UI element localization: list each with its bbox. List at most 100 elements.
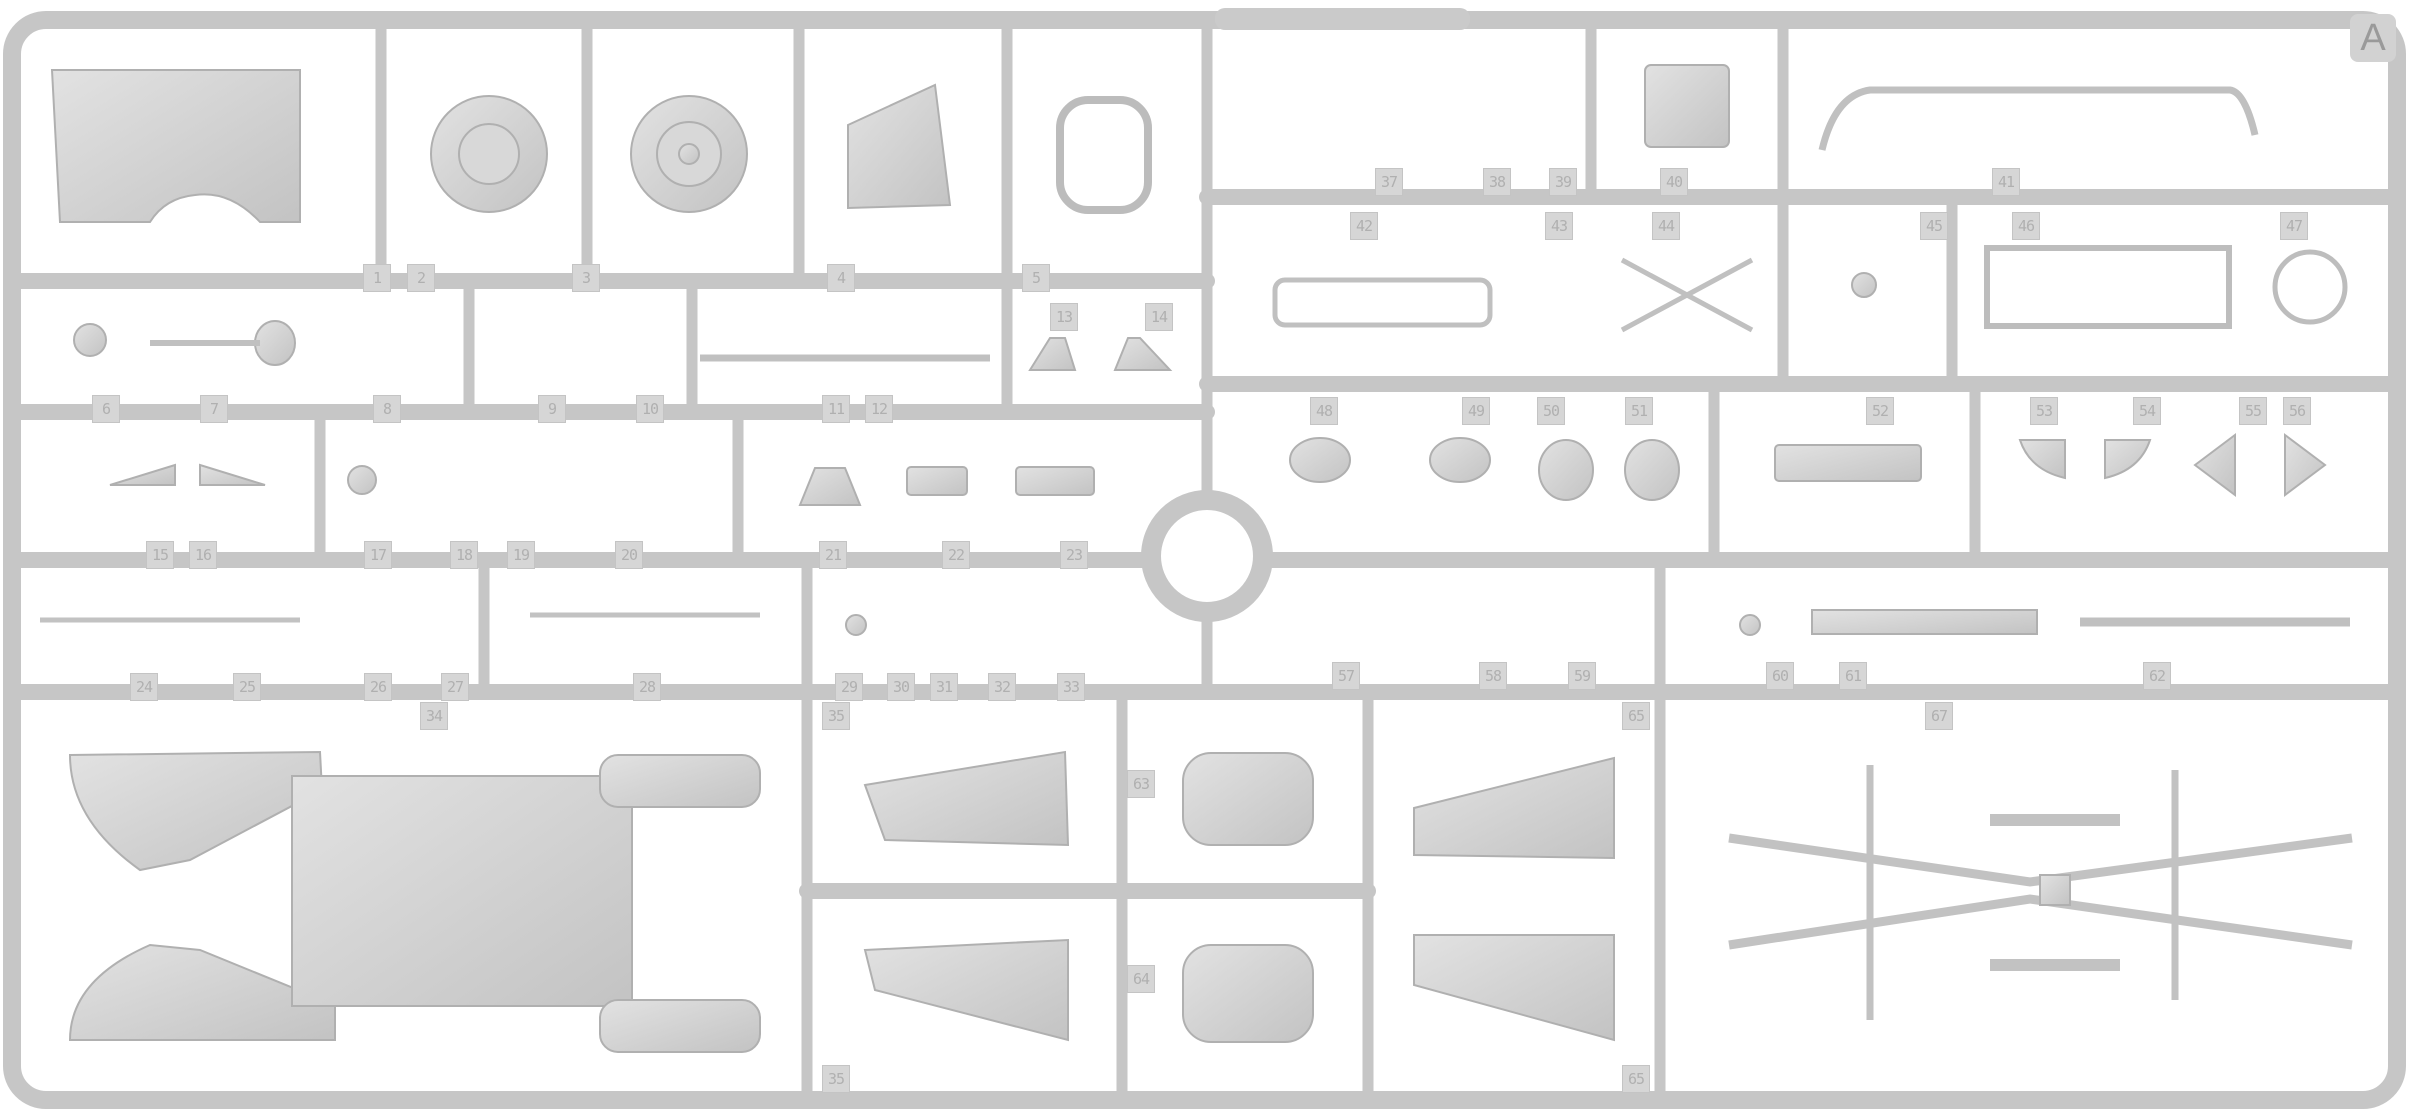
part-number-label: 23 <box>1060 541 1088 569</box>
part-brake-drum-50 <box>1538 439 1594 501</box>
top-gate-bar <box>1215 8 1470 30</box>
part-number-label: 18 <box>450 541 478 569</box>
part-steering-wheel <box>2272 249 2348 325</box>
part-number-label: 34 <box>420 702 448 730</box>
sprue-element <box>678 143 700 165</box>
part-number-label: 24 <box>130 673 158 701</box>
part-number-label: 44 <box>1652 212 1680 240</box>
part-arrow-55 <box>2193 433 2236 497</box>
part-number-label: 39 <box>1549 168 1577 196</box>
part-radiator-shell <box>1056 96 1152 214</box>
part-number-label: 61 <box>1839 662 1867 690</box>
part-number-label: 38 <box>1483 168 1511 196</box>
part-number-label: 2 <box>407 264 435 292</box>
part-number-label: 20 <box>615 541 643 569</box>
part-number-label: 53 <box>2030 397 2058 425</box>
part-number-label: 62 <box>2143 662 2171 690</box>
part-number-label: 14 <box>1145 303 1173 331</box>
part-seat-13 <box>1028 337 1077 371</box>
part-fender-front <box>68 750 324 872</box>
part-number-label: 48 <box>1310 397 1338 425</box>
part-number-label: 1 <box>363 264 391 292</box>
part-number-label: 31 <box>930 673 958 701</box>
part-group <box>40 64 2353 1053</box>
part-louver-panel-top <box>863 750 1070 847</box>
part-number-label: 3 <box>572 264 600 292</box>
part-wheel-tub-top <box>599 754 761 808</box>
part-number-label: 40 <box>1660 168 1688 196</box>
part-door-panel <box>847 83 952 210</box>
part-number-label: 19 <box>507 541 535 569</box>
part-wheel-tub-bottom <box>599 999 761 1053</box>
part-arrow-56 <box>2284 433 2327 497</box>
part-instrument-panel <box>1811 609 2038 635</box>
sprue-element <box>2039 874 2071 906</box>
part-number-label: 28 <box>633 673 661 701</box>
part-radiator-core <box>1644 64 1730 148</box>
part-number-label: 64 <box>1127 965 1155 993</box>
part-number-label: 33 <box>1057 673 1085 701</box>
part-shovel <box>254 320 296 366</box>
part-number-label: 9 <box>538 395 566 423</box>
part-hub-48 <box>1289 437 1351 483</box>
part-number-label: 63 <box>1127 770 1155 798</box>
part-louver-panel-bottom <box>863 938 1069 1042</box>
part-number-label: 47 <box>2280 212 2308 240</box>
part-tank-22 <box>906 466 968 496</box>
part-number-label: 22 <box>942 541 970 569</box>
part-number-label: 51 <box>1625 397 1653 425</box>
part-number-label: 42 <box>1350 212 1378 240</box>
sprue-element <box>1429 437 1491 483</box>
part-number-label: 30 <box>887 673 915 701</box>
part-number-label: 10 <box>636 395 664 423</box>
part-fin-53 <box>2018 439 2066 480</box>
part-number-label: 12 <box>865 395 893 423</box>
part-number-label: 21 <box>819 541 847 569</box>
sprue-letter-tag: A <box>2350 14 2396 62</box>
part-group <box>314 22 1981 1100</box>
part-number-label: 35 <box>822 1065 850 1093</box>
part-grille-63 <box>1182 752 1314 846</box>
part-number-label: 5 <box>1022 264 1050 292</box>
part-tank-23 <box>1015 466 1095 496</box>
part-number-label: 55 <box>2239 397 2267 425</box>
part-bracket-16 <box>199 463 266 486</box>
part-number-label: 60 <box>1766 662 1794 690</box>
part-number-label: 29 <box>835 673 863 701</box>
part-fender-rear <box>68 943 336 1041</box>
part-number-label: 49 <box>1462 397 1490 425</box>
part-leaf-spring <box>1272 277 1493 328</box>
part-number-label: 37 <box>1375 168 1403 196</box>
sprue-element <box>458 123 520 185</box>
part-number-label: 26 <box>364 673 392 701</box>
part-floor-pan <box>291 775 633 1007</box>
part-number-label: 57 <box>1332 662 1360 690</box>
sprue-element <box>1739 614 1761 636</box>
center-ring <box>1141 490 1273 622</box>
part-lampshade <box>798 467 862 506</box>
part-brake-drum-51 <box>1624 439 1680 501</box>
part-chassis-frame <box>1728 833 2353 950</box>
part-cross-brace <box>1620 257 1754 333</box>
part-dashboard <box>50 69 301 223</box>
part-tank-52 <box>1774 444 1922 482</box>
part-number-label: 67 <box>1925 702 1953 730</box>
part-number-label: 11 <box>822 395 850 423</box>
part-number-label: 35 <box>822 702 850 730</box>
part-seat-14 <box>1113 337 1173 371</box>
part-number-label: 27 <box>441 673 469 701</box>
part-number-label: 8 <box>373 395 401 423</box>
part-number-label: 58 <box>1479 662 1507 690</box>
part-number-label: 4 <box>827 264 855 292</box>
part-mirror <box>73 323 107 357</box>
part-number-label: 16 <box>189 541 217 569</box>
part-number-label: 7 <box>200 395 228 423</box>
part-number-label: 65 <box>1622 1065 1650 1093</box>
part-number-label: 43 <box>1545 212 1573 240</box>
part-number-label: 32 <box>988 673 1016 701</box>
part-fan <box>1851 272 1877 298</box>
part-hood-side-bottom <box>1413 934 1615 1042</box>
part-grille-64 <box>1182 944 1314 1043</box>
part-number-label: 6 <box>92 395 120 423</box>
